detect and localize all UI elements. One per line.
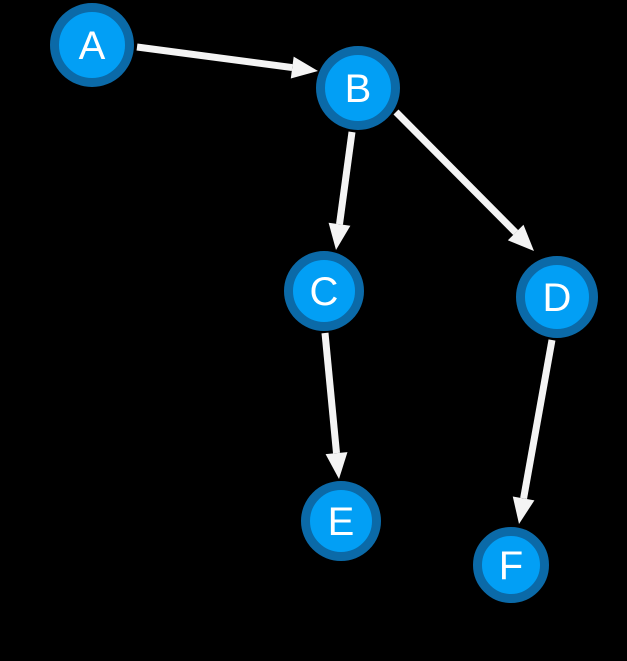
node-c[interactable]: C	[284, 251, 364, 331]
edge-d-f: D → F	[512, 339, 556, 524]
node-circle[interactable]	[301, 481, 381, 561]
node-d[interactable]: D	[516, 256, 598, 338]
node-a[interactable]: A	[50, 3, 134, 87]
node-circle[interactable]	[50, 3, 134, 87]
arrowhead-icon	[512, 496, 535, 524]
arrowhead-icon	[507, 224, 534, 251]
arrowhead-icon	[290, 56, 318, 79]
node-f[interactable]: F	[473, 527, 549, 603]
node-circle[interactable]	[473, 527, 549, 603]
node-b[interactable]: B	[316, 46, 400, 130]
edge-line	[520, 339, 556, 500]
node-circle[interactable]	[284, 251, 364, 331]
arrowhead-icon	[328, 222, 351, 250]
edge-b-d: B → D	[393, 109, 534, 251]
edge-b-c: B → C	[328, 131, 356, 250]
edge-a-b: A → B	[136, 43, 318, 79]
arrowhead-icon	[325, 452, 348, 479]
edge-line	[336, 131, 356, 225]
node-circle[interactable]	[516, 256, 598, 338]
edges-layer: A → B B → C B → D C → E D → F	[136, 43, 556, 524]
edge-line	[136, 43, 293, 72]
edge-c-e: C → E	[321, 332, 348, 479]
node-circle[interactable]	[316, 46, 400, 130]
edge-line	[393, 109, 519, 236]
nodes-layer: A B C D E F	[50, 3, 598, 603]
edge-line	[321, 332, 341, 454]
node-e[interactable]: E	[301, 481, 381, 561]
